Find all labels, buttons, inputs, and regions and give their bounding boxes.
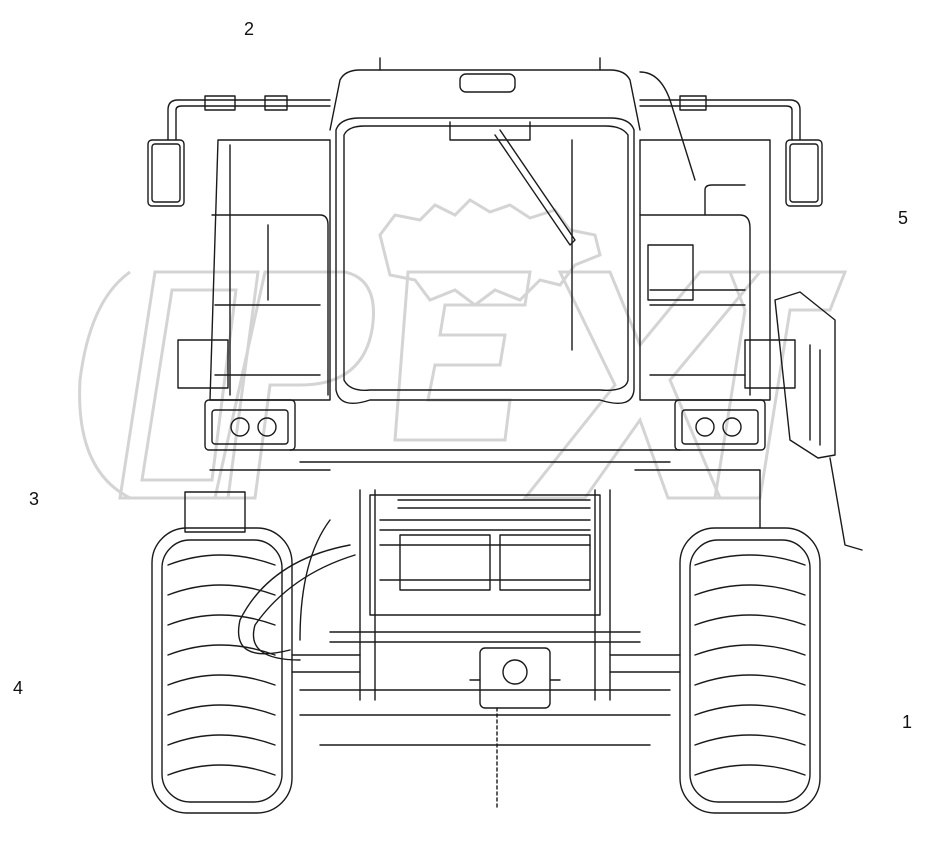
right-mirror-assembly bbox=[639, 95, 823, 207]
hydraulic-hoses bbox=[184, 491, 356, 661]
callout-label-5: 5 bbox=[898, 208, 909, 228]
axle bbox=[209, 469, 761, 673]
rear-frame bbox=[289, 449, 681, 746]
right-rear-wheel bbox=[679, 527, 821, 814]
left-headlight bbox=[204, 399, 296, 451]
left-rear-wheel bbox=[151, 527, 293, 814]
right-headlight bbox=[674, 399, 766, 451]
callout-label-2: 2 bbox=[244, 19, 255, 39]
left-body-panel bbox=[177, 139, 331, 401]
hydraulic-pump-unit bbox=[469, 647, 561, 811]
cab bbox=[329, 57, 641, 404]
left-mirror-assembly bbox=[147, 95, 331, 207]
watermark-logo bbox=[78, 198, 848, 500]
callout-label-1: 1 bbox=[902, 712, 913, 732]
right-body-panel bbox=[639, 71, 796, 401]
right-side-cover bbox=[774, 291, 863, 551]
callout-label-4: 4 bbox=[13, 678, 24, 698]
callout-label-3: 3 bbox=[29, 489, 40, 509]
